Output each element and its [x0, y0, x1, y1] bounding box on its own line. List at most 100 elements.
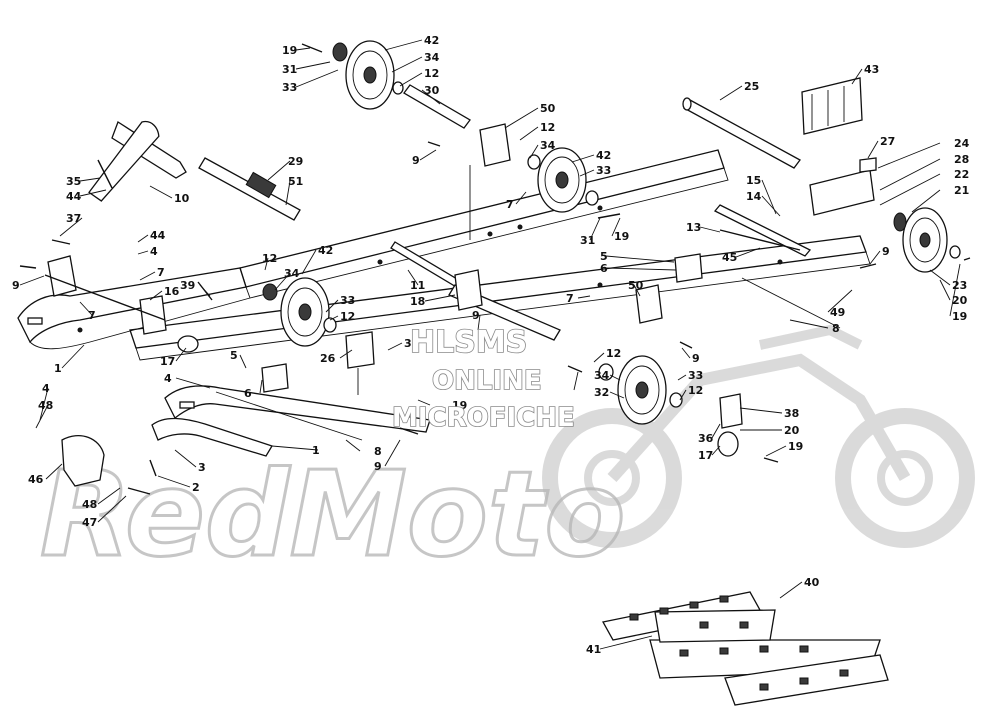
callout-28: 28 [954, 153, 969, 166]
callout-12: 12 [424, 67, 439, 80]
callout-18: 18 [410, 295, 425, 308]
callout-34: 34 [540, 139, 556, 152]
callout-27: 27 [880, 135, 895, 148]
callout-4: 4 [150, 245, 158, 258]
callout-3: 3 [198, 461, 206, 474]
callout-6: 6 [600, 262, 608, 275]
callout-34: 34 [594, 369, 610, 382]
idler-wheel-lower [598, 355, 683, 425]
callout-12: 12 [540, 121, 555, 134]
callout-34: 34 [424, 51, 440, 64]
callout-39: 39 [180, 279, 195, 292]
callout-10: 10 [174, 192, 190, 205]
callout-8: 8 [832, 322, 840, 335]
idler-wheel-top [332, 40, 404, 110]
callout-9: 9 [692, 352, 700, 365]
callout-32: 32 [594, 386, 609, 399]
callout-19: 19 [282, 44, 297, 57]
callout-13: 13 [686, 221, 701, 234]
callout-5: 5 [600, 250, 608, 263]
callout-15: 15 [746, 174, 761, 187]
callout-46: 46 [28, 473, 44, 486]
callout-38: 38 [784, 407, 799, 420]
callout-49: 49 [830, 306, 845, 319]
callout-29: 29 [288, 155, 303, 168]
callout-7: 7 [566, 292, 574, 305]
callout-9: 9 [882, 245, 890, 258]
leader-lines [19, 39, 961, 650]
callout-31: 31 [404, 337, 419, 350]
callout-20: 20 [952, 294, 968, 307]
callout-19: 19 [614, 230, 629, 243]
idler-wheel-rear [893, 207, 961, 273]
callout-8: 8 [374, 445, 382, 458]
callout-9: 9 [12, 279, 20, 292]
callout-40: 40 [804, 576, 820, 589]
callout-31: 31 [580, 234, 595, 247]
callout-19: 19 [952, 310, 967, 323]
callout-42: 42 [318, 244, 333, 257]
watermark-line-1: HLSMS [410, 325, 527, 360]
callout-17: 17 [698, 449, 713, 462]
callout-35: 35 [66, 175, 81, 188]
callout-33: 33 [596, 164, 611, 177]
callout-44: 44 [66, 190, 82, 203]
callout-12: 12 [262, 252, 277, 265]
callout-labels: 19 31 33 42 34 12 30 25 43 50 12 34 9 42… [12, 34, 970, 656]
watermark-motorcycle-graphic [542, 324, 975, 548]
callout-33: 33 [282, 81, 297, 94]
watermark-brand-logo: RedMoto [40, 445, 625, 583]
callout-36: 36 [698, 432, 714, 445]
callout-1: 1 [54, 362, 62, 375]
callout-5: 5 [230, 349, 238, 362]
callout-17: 17 [160, 355, 175, 368]
callout-12: 12 [688, 384, 703, 397]
callout-4: 4 [164, 372, 172, 385]
brackets [44, 77, 877, 487]
fasteners [19, 43, 971, 495]
callout-42: 42 [424, 34, 439, 47]
track-clip-assembly [602, 591, 889, 706]
callout-6: 6 [244, 387, 252, 400]
callout-19: 19 [788, 440, 803, 453]
callout-30: 30 [424, 84, 440, 97]
callout-44: 44 [150, 229, 166, 242]
callout-47: 47 [82, 516, 97, 529]
watermark-text: HLSMS ONLINE MICROFICHE [391, 324, 575, 434]
callout-33: 33 [688, 369, 703, 382]
callout-2: 2 [192, 481, 200, 494]
callout-24: 24 [954, 137, 970, 150]
callout-48: 48 [82, 498, 97, 511]
callout-7: 7 [157, 266, 165, 279]
callout-7: 7 [88, 309, 96, 322]
callout-1: 1 [312, 444, 320, 457]
callout-51: 51 [288, 175, 303, 188]
callout-50: 50 [540, 102, 556, 115]
callout-34: 34 [284, 267, 300, 280]
idler-wheel-upper-mid [527, 147, 599, 213]
callout-23: 23 [952, 279, 967, 292]
callout-37: 37 [66, 212, 81, 225]
callout-26: 26 [320, 352, 336, 365]
callout-21: 21 [954, 184, 969, 197]
watermark-line-2: ONLINE [432, 366, 542, 396]
callout-48: 48 [38, 399, 53, 412]
callout-20: 20 [784, 424, 800, 437]
idler-wheel-left [262, 277, 337, 347]
watermark-line-3: MICROFICHE [392, 403, 575, 433]
callout-31: 31 [282, 63, 297, 76]
callout-4: 4 [42, 382, 50, 395]
callout-9: 9 [412, 154, 420, 167]
callout-14: 14 [746, 190, 762, 203]
callout-41: 41 [586, 643, 601, 656]
callout-12: 12 [340, 310, 355, 323]
callout-33: 33 [340, 294, 355, 307]
callout-43: 43 [864, 63, 879, 76]
callout-19: 19 [452, 399, 467, 412]
callout-12: 12 [606, 347, 621, 360]
callout-45: 45 [722, 251, 737, 264]
callout-22: 22 [954, 168, 969, 181]
callout-9: 9 [374, 460, 382, 473]
